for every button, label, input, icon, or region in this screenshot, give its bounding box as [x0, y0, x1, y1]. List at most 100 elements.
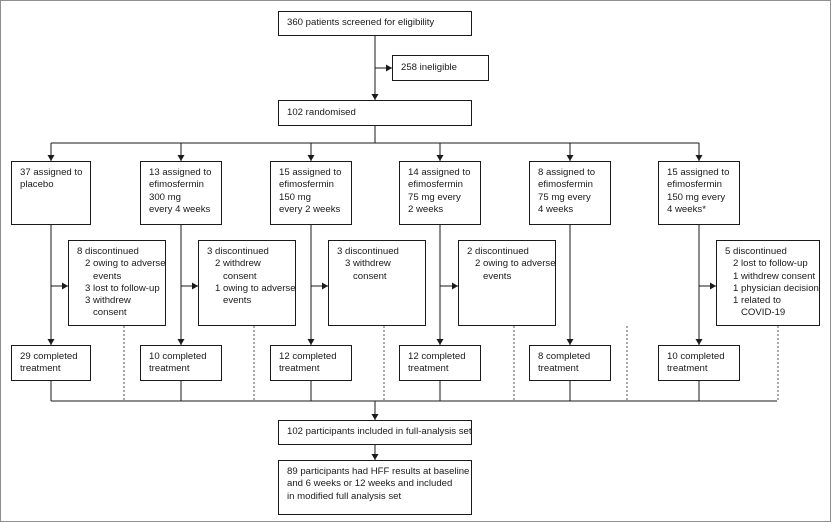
ineligible-box: 258 ineligible	[392, 55, 489, 81]
text-line: 8 discontinued	[77, 246, 139, 257]
text-line: 8 assigned to	[538, 167, 596, 178]
text-line: consent	[93, 307, 127, 319]
text-line: 102 randomised	[287, 106, 356, 118]
text-line: 3 discontinued	[207, 246, 269, 257]
text-line: treatment	[667, 363, 708, 375]
text-line: 5 discontinued	[725, 246, 787, 257]
arrowhead-right	[62, 282, 68, 290]
text-line: events	[93, 270, 122, 282]
full-analysis-box: 102 participants included in full-analys…	[278, 420, 472, 445]
arrowhead-right	[192, 282, 198, 290]
text-line: 2 discontinued	[467, 246, 529, 257]
text-line: every 4 weeks	[149, 203, 211, 215]
text-line: 37 assigned to	[20, 167, 83, 178]
text-line: and 6 weeks or 12 weeks and included	[287, 478, 453, 490]
text-line: 150 mg every	[667, 191, 726, 203]
text-line: 1 physician decision	[733, 282, 819, 294]
text-line: 8 completed	[538, 351, 591, 362]
text-line: 10 completed	[149, 351, 207, 362]
text-line: 102 participants included in full-analys…	[287, 426, 472, 438]
text-line: consent	[223, 270, 257, 282]
text-line: 14 assigned to	[408, 167, 471, 178]
text-line: every 2 weeks	[279, 203, 341, 215]
arrowhead-right	[710, 282, 716, 290]
arrowhead-right	[322, 282, 328, 290]
text-line: 4 weeks	[538, 203, 574, 215]
text-line: 15 assigned to	[279, 167, 342, 178]
arrowhead-down	[695, 339, 703, 345]
text-line: 10 completed	[667, 351, 725, 362]
randomised-box: 102 randomised	[278, 100, 472, 126]
text-line: 15 assigned to	[667, 167, 730, 178]
screened-box: 360 patients screened for eligibility	[278, 11, 472, 36]
text-line: efimosfermin	[538, 179, 593, 191]
modified-analysis-box: 89 participants had HFF results at basel…	[278, 460, 472, 515]
text-line: 3 withdrew	[345, 258, 391, 270]
arrowhead-down	[566, 339, 574, 345]
text-line: 2 weeks	[408, 203, 444, 215]
text-line: events	[483, 270, 512, 282]
arrowhead-down	[371, 454, 379, 460]
arrowhead-down	[47, 339, 55, 345]
arrowhead-down	[177, 339, 185, 345]
arrowhead-down	[371, 414, 379, 420]
text-line: 2 lost to follow-up	[733, 258, 808, 270]
text-line: 2 owing to adverse	[85, 258, 166, 270]
text-line: treatment	[20, 363, 61, 375]
arrowhead-down	[47, 155, 55, 161]
text-line: 2 owing to adverse	[475, 258, 556, 270]
arrowhead-down	[436, 339, 444, 345]
text-line: 360 patients screened for eligibility	[287, 17, 435, 29]
text-line: 3 lost to follow-up	[85, 282, 160, 294]
text-line: consent	[353, 270, 387, 282]
text-line: treatment	[279, 363, 320, 375]
arrowhead-right	[386, 64, 392, 72]
text-line: treatment	[538, 363, 579, 375]
modified-analysis-text: 89 participants had HFF results at basel…	[287, 466, 469, 503]
text-line: efimosfermin	[149, 179, 204, 191]
arrowhead-right	[452, 282, 458, 290]
text-line: 29 completed	[20, 351, 78, 362]
arrowhead-down	[436, 155, 444, 161]
text-line: 75 mg every	[538, 191, 591, 203]
text-line: 4 weeks*	[667, 203, 706, 215]
text-line: 2 withdrew	[215, 258, 261, 270]
arrowhead-down	[371, 94, 379, 100]
arrowhead-down	[307, 339, 315, 345]
screened-text: 360 patients screened for eligibility	[287, 17, 434, 29]
randomised-text: 102 randomised	[287, 107, 356, 119]
text-line: in modified full analysis set	[287, 490, 402, 502]
arrowhead-down	[695, 155, 703, 161]
text-line: COVID-19	[741, 307, 786, 319]
text-line: 150 mg	[279, 191, 311, 203]
text-line: 258 ineligible	[401, 61, 458, 73]
text-line: placebo	[20, 179, 54, 191]
text-line: 12 completed	[279, 351, 337, 362]
